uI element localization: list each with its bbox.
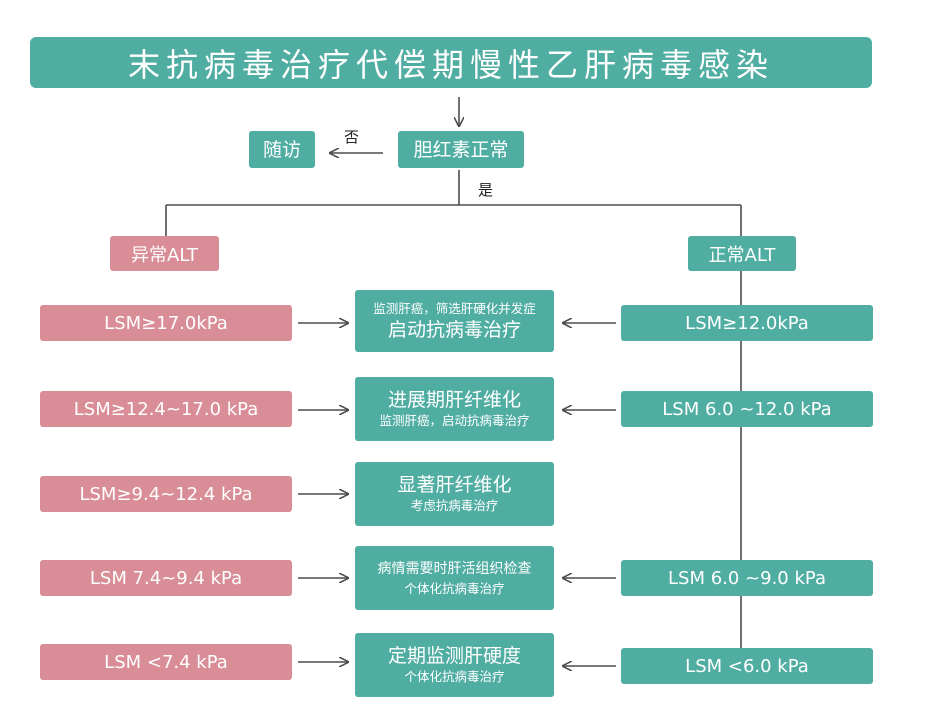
center-box-3-line2: 考虑抗病毒治疗 bbox=[410, 498, 499, 513]
left-item-5-label: LSM <7.4 kPa bbox=[104, 651, 228, 673]
bilirubin-label: 胆红素正常 bbox=[413, 138, 509, 161]
center-box-5: 定期监测肝硬度 个体化抗病毒治疗 bbox=[355, 633, 554, 697]
abnormal-alt-label: 异常ALT bbox=[131, 244, 198, 266]
yes-label: 是 bbox=[478, 181, 494, 199]
center-box-2-line1: 进展期肝纤维化 bbox=[387, 389, 521, 411]
center-box-1-line1: 监测肝癌，筛选肝硬化并发症 bbox=[373, 301, 536, 316]
left-item-3-label: LSM≥9.4~12.4 kPa bbox=[79, 483, 253, 505]
center-box-1-line2: 启动抗病毒治疗 bbox=[387, 319, 521, 341]
right-item-2: LSM 6.0 ~12.0 kPa bbox=[621, 391, 873, 427]
right-item-1-label: LSM≥12.0kPa bbox=[685, 312, 809, 334]
follow-up-label: 随访 bbox=[262, 138, 301, 161]
center-box-1: 监测肝癌，筛选肝硬化并发症 启动抗病毒治疗 bbox=[355, 290, 554, 352]
bilirubin-box: 胆红素正常 bbox=[398, 131, 524, 168]
right-item-4-label: LSM <6.0 kPa bbox=[685, 655, 809, 677]
left-item-1-label: LSM≥17.0kPa bbox=[104, 312, 228, 334]
right-item-3: LSM 6.0 ~9.0 kPa bbox=[621, 560, 873, 596]
center-box-3: 显著肝纤维化 考虑抗病毒治疗 bbox=[355, 462, 554, 526]
center-box-5-line2: 个体化抗病毒治疗 bbox=[404, 669, 505, 684]
left-item-5: LSM <7.4 kPa bbox=[40, 644, 292, 680]
right-item-4: LSM <6.0 kPa bbox=[621, 648, 873, 684]
left-item-2-label: LSM≥12.4~17.0 kPa bbox=[73, 398, 259, 420]
left-item-4: LSM 7.4~9.4 kPa bbox=[40, 560, 292, 596]
center-box-4-line2: 个体化抗病毒治疗 bbox=[404, 581, 505, 596]
center-box-4: 病情需要时肝活组织检查 个体化抗病毒治疗 bbox=[355, 546, 554, 610]
left-item-3: LSM≥9.4~12.4 kPa bbox=[40, 476, 292, 512]
left-item-1: LSM≥17.0kPa bbox=[40, 305, 292, 341]
right-item-3-label: LSM 6.0 ~9.0 kPa bbox=[668, 567, 826, 589]
left-item-4-label: LSM 7.4~9.4 kPa bbox=[89, 567, 243, 589]
no-label: 否 bbox=[344, 128, 360, 146]
diagram-title-text: 末抗病毒治疗代偿期慢性乙肝病毒感染 bbox=[127, 45, 774, 84]
abnormal-alt-header: 异常ALT bbox=[110, 236, 219, 271]
diagram-title: 末抗病毒治疗代偿期慢性乙肝病毒感染 bbox=[30, 37, 872, 88]
left-item-2: LSM≥12.4~17.0 kPa bbox=[40, 391, 292, 427]
normal-alt-header: 正常ALT bbox=[688, 236, 796, 271]
follow-up-box: 随访 bbox=[249, 131, 315, 168]
center-box-2-line2: 监测肝癌，启动抗病毒治疗 bbox=[379, 413, 530, 428]
center-box-5-line1: 定期监测肝硬度 bbox=[387, 645, 521, 667]
center-box-4-line1: 病情需要时肝活组织检查 bbox=[377, 561, 532, 577]
normal-alt-label: 正常ALT bbox=[708, 244, 776, 266]
center-box-2: 进展期肝纤维化 监测肝癌，启动抗病毒治疗 bbox=[355, 377, 554, 441]
right-item-2-label: LSM 6.0 ~12.0 kPa bbox=[662, 398, 832, 420]
right-item-1: LSM≥12.0kPa bbox=[621, 305, 873, 341]
center-box-3-line1: 显著肝纤维化 bbox=[397, 474, 512, 496]
